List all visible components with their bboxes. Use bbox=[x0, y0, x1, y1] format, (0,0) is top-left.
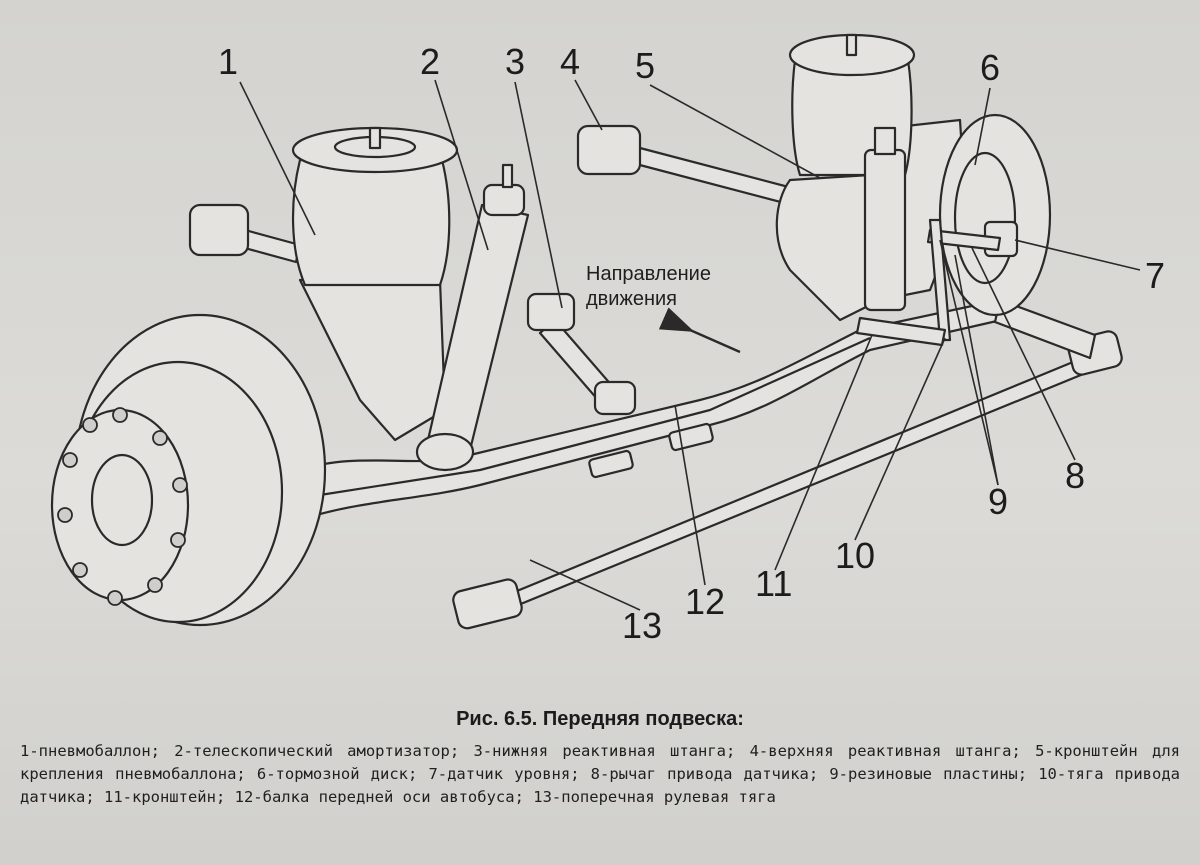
callout-11: 11 bbox=[755, 563, 793, 604]
callout-4: 4 bbox=[560, 41, 581, 82]
shock-absorber-right-top bbox=[873, 126, 897, 156]
hub-bolt bbox=[172, 477, 188, 493]
suspension-drawing bbox=[50, 33, 1141, 630]
leader-11 bbox=[774, 334, 873, 571]
shock-absorber-left-bushing bbox=[415, 432, 475, 472]
callout-13: 13 bbox=[622, 605, 663, 646]
air-spring-right-stud bbox=[845, 33, 858, 57]
shock-absorber-left-stud bbox=[501, 163, 514, 189]
figure-caption-title: Рис. 6.5. Передняя подвеска: bbox=[456, 708, 744, 730]
air-spring-bracket-right bbox=[775, 173, 882, 322]
hub-bolt bbox=[82, 417, 98, 433]
leader-5 bbox=[649, 84, 821, 179]
leader-1 bbox=[239, 81, 316, 236]
tie-rod-end-left bbox=[452, 578, 523, 630]
callout-1: 1 bbox=[218, 41, 239, 82]
callout-6: 6 bbox=[980, 47, 1001, 88]
upper-rod-bushing bbox=[576, 124, 642, 176]
lower-rod-bushing-bottom bbox=[593, 380, 637, 416]
callout-9: 9 bbox=[988, 481, 1009, 522]
beam-slot-2 bbox=[668, 422, 714, 452]
sensor-lever bbox=[926, 228, 1002, 252]
shock-absorber-right bbox=[863, 148, 907, 312]
hub-bolt bbox=[107, 590, 123, 606]
hub-bolt bbox=[112, 407, 128, 423]
hub-bolt bbox=[152, 430, 168, 446]
air-spring-left-stud bbox=[368, 126, 382, 150]
lower-rod-bushing-top bbox=[526, 292, 576, 332]
upper-rod-left-bushing bbox=[188, 203, 250, 257]
callout-2: 2 bbox=[420, 41, 441, 82]
beam-slot-1 bbox=[588, 449, 634, 479]
tie-rod bbox=[498, 353, 1100, 612]
leader-4 bbox=[574, 79, 603, 131]
hub-bolt bbox=[170, 532, 186, 548]
leader-12 bbox=[674, 404, 706, 586]
hub-bolt bbox=[62, 452, 78, 468]
air-spring-left bbox=[291, 158, 451, 287]
callout-10: 10 bbox=[835, 535, 876, 576]
leader-3 bbox=[514, 81, 563, 309]
callout-5: 5 bbox=[635, 45, 656, 86]
brake-disc-right-inner bbox=[953, 151, 1017, 285]
hub-center-left bbox=[90, 453, 154, 547]
sensor-drive-rod bbox=[928, 218, 952, 342]
upper-rod-left bbox=[239, 228, 302, 264]
leader-8 bbox=[971, 247, 1076, 461]
leader-9b bbox=[954, 254, 999, 486]
leader-2 bbox=[434, 79, 489, 251]
callout-8: 8 bbox=[1065, 455, 1086, 496]
leader-6 bbox=[974, 87, 991, 166]
leader-7 bbox=[1014, 239, 1141, 271]
direction-label: Направление движения bbox=[586, 263, 711, 310]
figure-caption-legend: 1-пневмобаллон; 2-телескопический аморти… bbox=[20, 742, 1180, 806]
leader-13 bbox=[529, 559, 641, 611]
callout-12: 12 bbox=[685, 581, 726, 622]
hub-bolt bbox=[72, 562, 88, 578]
callout-7: 7 bbox=[1145, 255, 1166, 296]
shock-absorber-left-top bbox=[482, 183, 526, 217]
hub-bolt bbox=[57, 507, 73, 523]
hub-bolt bbox=[147, 577, 163, 593]
leader-10 bbox=[854, 337, 946, 541]
callout-3: 3 bbox=[505, 41, 526, 82]
direction-arrow bbox=[658, 307, 741, 354]
air-spring-bracket-left bbox=[298, 278, 447, 442]
leader-9a bbox=[939, 239, 999, 486]
axle-beam-web bbox=[319, 336, 871, 497]
upper-reactive-rod bbox=[634, 146, 802, 208]
